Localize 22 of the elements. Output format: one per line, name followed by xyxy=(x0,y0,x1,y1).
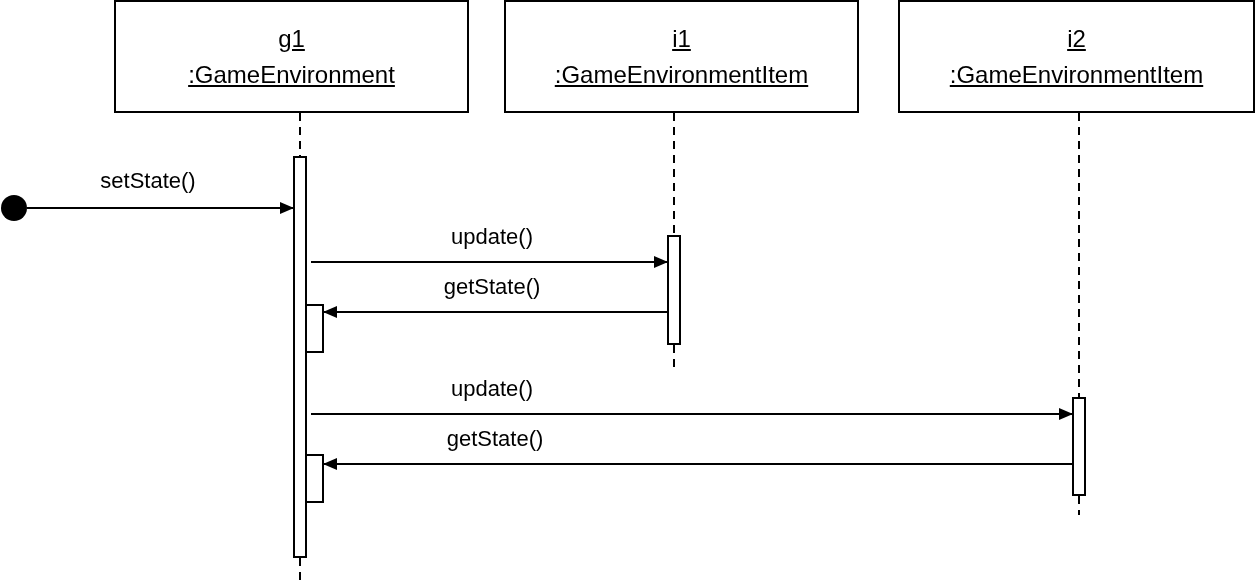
lifeline xyxy=(299,557,301,582)
message-arrow xyxy=(323,306,668,318)
activation-bar xyxy=(305,454,324,503)
object-box xyxy=(114,0,469,113)
activation-bar xyxy=(305,304,324,353)
message-arrow xyxy=(310,256,668,268)
activation-bar xyxy=(667,235,681,345)
activation-bar xyxy=(1072,397,1086,496)
object-name: i2 :GameEnvironmentItem xyxy=(949,23,1204,90)
lifeline xyxy=(299,112,301,157)
object-name: g1 :GameEnvironment xyxy=(188,23,395,90)
activation-bar xyxy=(293,156,307,558)
lifeline xyxy=(1078,495,1080,516)
message-arrow xyxy=(26,202,294,214)
message-arrow xyxy=(310,408,1073,420)
object-name: i1 :GameEnvironmentItem xyxy=(554,23,809,90)
lifeline xyxy=(1078,112,1080,398)
lifeline xyxy=(673,112,675,236)
start-dot xyxy=(1,195,27,221)
object-box xyxy=(504,0,859,113)
message-arrow xyxy=(323,458,1073,470)
object-box xyxy=(898,0,1255,113)
